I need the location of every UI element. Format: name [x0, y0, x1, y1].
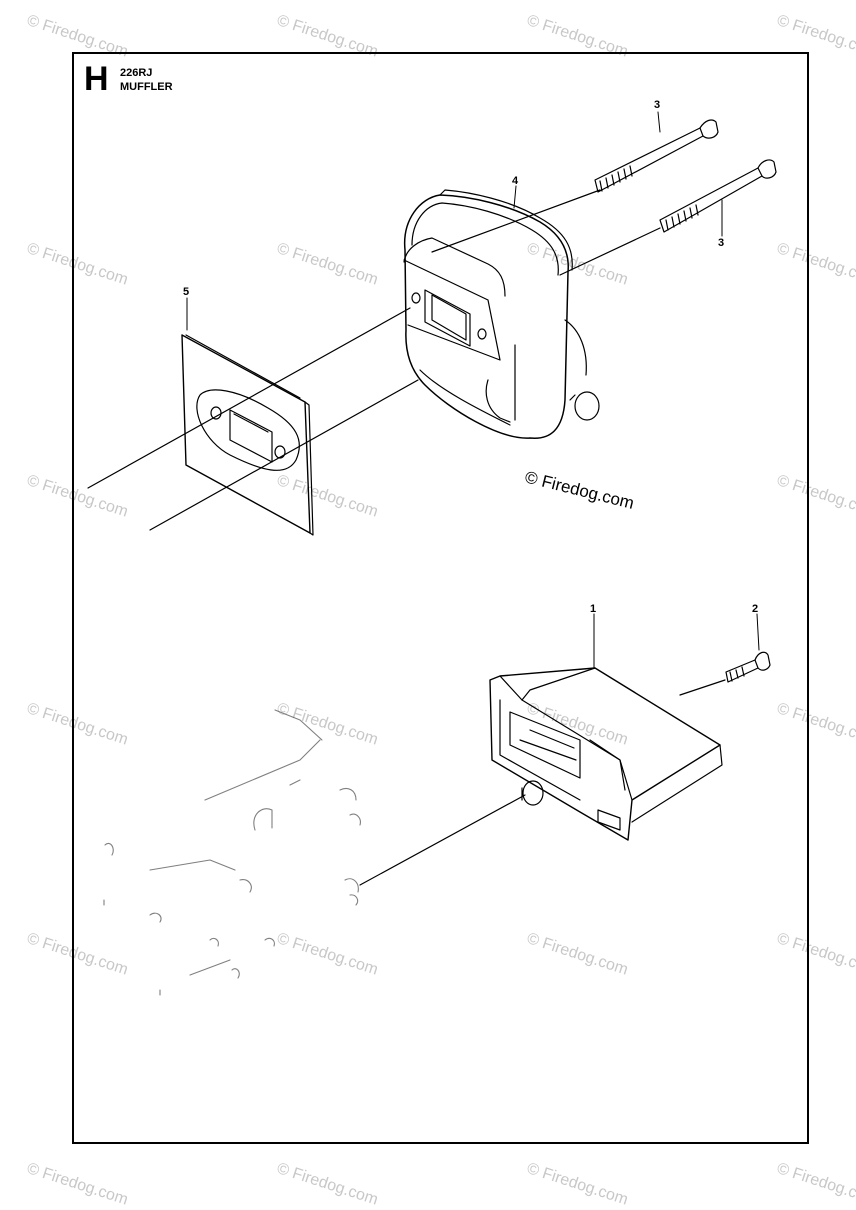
callout-5: 5: [183, 286, 189, 298]
copyright-text: © Firedog.com: [523, 467, 636, 512]
callout-2: 2: [752, 603, 758, 615]
diagram-frame: [72, 52, 809, 1144]
gasket-part-5: [181, 334, 314, 536]
bolt-part-3-upper: [594, 119, 719, 193]
model-label: 226RJ: [120, 67, 153, 79]
page-title: MUFFLER: [120, 81, 173, 93]
heat-shield-part-1: [489, 667, 723, 841]
screw-part-2: [725, 651, 771, 683]
callout-1: 1: [590, 603, 596, 615]
bolt-part-3-lower: [659, 159, 777, 233]
callout-leaders: [186, 111, 760, 669]
section-letter: H: [84, 60, 109, 98]
callout-3-upper: 3: [654, 99, 660, 111]
muffler-part-4: [403, 189, 600, 439]
callout-3-lower: 3: [718, 237, 724, 249]
engine-ghost-outline: [103, 709, 361, 996]
callout-4: 4: [512, 175, 519, 187]
assembly-lines: [87, 189, 726, 886]
